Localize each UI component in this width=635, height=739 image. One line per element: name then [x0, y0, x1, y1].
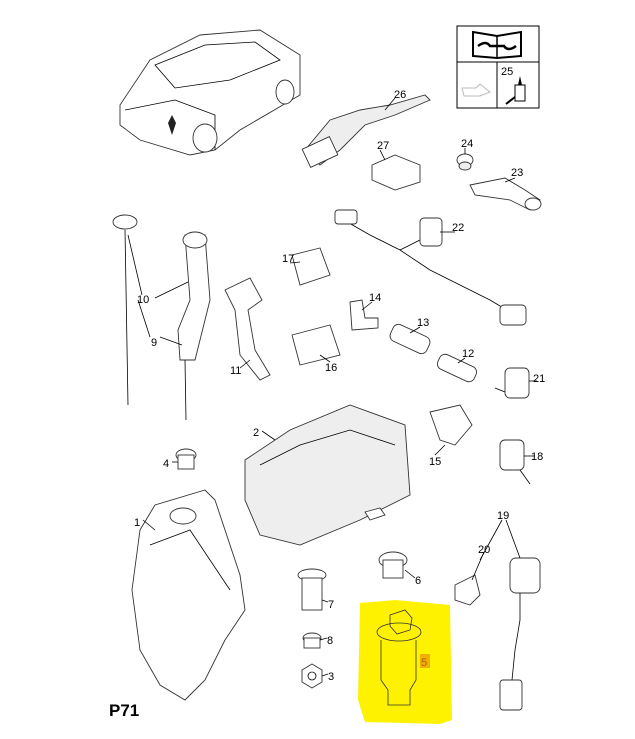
callout-6: 6	[415, 575, 421, 587]
part-12-hose	[437, 353, 477, 383]
legend-label-25: 25	[501, 66, 513, 78]
part-10-dipstick	[112, 214, 138, 406]
part-19-pump-hose	[499, 557, 541, 711]
part-4-grommet	[175, 448, 197, 470]
part-23-elbow	[469, 177, 542, 211]
callout-14: 14	[369, 292, 381, 304]
callout-8: 8	[327, 635, 333, 647]
part-21-nozzle	[494, 367, 530, 399]
leader-lines	[127, 97, 537, 677]
callout-17: 17	[282, 253, 294, 265]
part-18-nozzle	[499, 439, 531, 485]
part-26-wiring-loom	[301, 94, 431, 169]
oil-can-icon	[461, 83, 491, 97]
callout-5[interactable]: 5	[421, 657, 427, 669]
part-5-washer-pump-highlighted[interactable]	[358, 600, 452, 724]
callout-21: 21	[533, 373, 545, 385]
part-27-connector	[371, 154, 421, 191]
part-6-grommet	[378, 551, 408, 579]
callout-23: 23	[511, 167, 523, 179]
part-2-reservoir-bracket	[244, 404, 411, 546]
diagram-code: P71	[109, 701, 139, 720]
callout-1: 1	[134, 517, 140, 529]
callout-12: 12	[462, 348, 474, 360]
callout-15: 15	[429, 456, 441, 468]
grease-gun-icon	[505, 76, 526, 105]
part-9-filler-neck	[177, 231, 211, 421]
part-17-clip	[291, 247, 331, 286]
callout-18: 18	[531, 451, 543, 463]
legend-box: 25	[456, 25, 540, 109]
washer-location-marker	[168, 115, 176, 135]
callout-24: 24	[461, 138, 473, 150]
callout-27: 27	[377, 140, 389, 152]
part-20-bracket	[454, 574, 481, 606]
car-illustration	[119, 29, 301, 156]
part-24-grommet	[456, 153, 474, 171]
part-3-nut	[301, 663, 323, 689]
callout-7: 7	[328, 599, 334, 611]
part-7-pump-seal	[297, 568, 327, 611]
callout-11: 11	[230, 365, 241, 377]
callout-4: 4	[163, 458, 169, 470]
callout-26: 26	[394, 89, 406, 101]
part-8-grommet	[302, 632, 322, 649]
callout-10: 10	[137, 294, 149, 306]
callout-20: 20	[478, 544, 490, 556]
part-22-hose-harness	[334, 209, 527, 326]
part-14-elbow	[349, 299, 379, 331]
manual-wrench-icon	[472, 30, 522, 60]
callout-22: 22	[452, 222, 464, 234]
callout-3: 3	[328, 671, 334, 683]
callout-2: 2	[253, 427, 259, 439]
callout-16: 16	[325, 362, 337, 374]
part-11-hose	[224, 277, 271, 381]
callout-9: 9	[151, 337, 157, 349]
callout-13: 13	[417, 317, 429, 329]
callout-19: 19	[497, 510, 509, 522]
part-15-clip	[429, 404, 473, 446]
part-1-reservoir	[131, 489, 246, 701]
part-16-clip	[291, 324, 341, 366]
